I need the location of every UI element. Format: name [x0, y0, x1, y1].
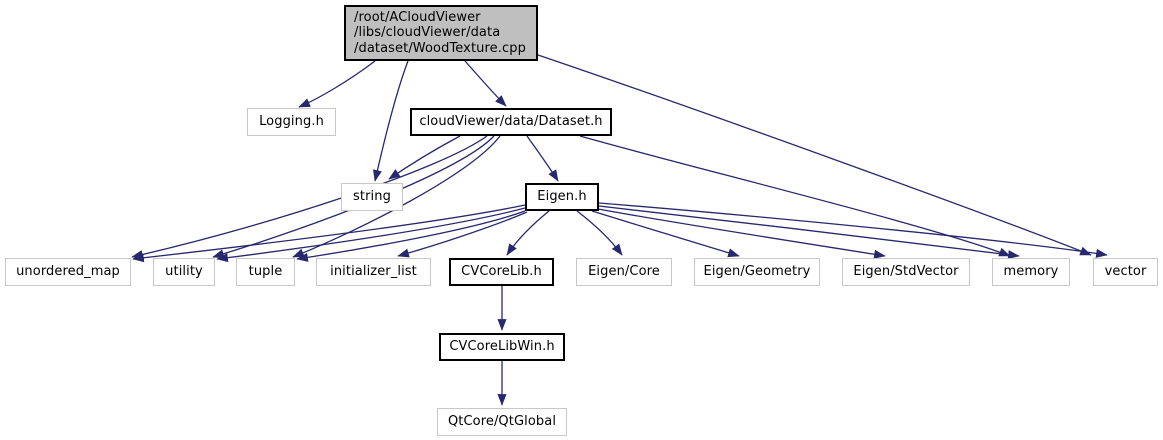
node-label-cvcorelib: CVCoreLib.h	[461, 264, 542, 280]
node-cvcorelibwin[interactable]: CVCoreLibWin.h	[439, 333, 565, 361]
edge-eigen-to-eigen_stdvector	[597, 208, 886, 259]
node-label-dataset: cloudViewer/data/Dataset.h	[419, 114, 603, 130]
node-label-vector: vector	[1104, 264, 1147, 280]
edge-dataset-to-unordered_map	[131, 135, 488, 259]
edge-root-to-dataset	[464, 60, 507, 107]
node-eigen[interactable]: Eigen.h	[525, 183, 599, 211]
edge-eigen-to-memory	[598, 205, 1020, 260]
node-string[interactable]: string	[341, 183, 403, 211]
edge-eigen-to-utility	[216, 207, 526, 263]
node-label-eigen_geometry: Eigen/Geometry	[703, 264, 811, 280]
node-label-tuple: tuple	[248, 264, 283, 280]
edge-dataset-to-eigen	[526, 135, 559, 182]
node-label-logging: Logging.h	[259, 114, 324, 130]
node-label-eigen_stdvector: Eigen/StdVector	[853, 264, 959, 280]
node-eigen_geometry[interactable]: Eigen/Geometry	[694, 258, 820, 286]
node-eigen_stdvector[interactable]: Eigen/StdVector	[842, 258, 970, 286]
node-qtglobal[interactable]: QtCore/QtGlobal	[437, 408, 567, 436]
edge-eigen-to-cvcorelib	[506, 210, 550, 256]
node-label-eigen: Eigen.h	[537, 189, 587, 205]
node-root: /root/ACloudViewer /libs/cloudViewer/dat…	[344, 5, 538, 61]
edge-dataset-to-string	[388, 135, 461, 180]
node-label-string: string	[353, 189, 391, 205]
node-memory[interactable]: memory	[992, 258, 1070, 286]
node-tuple[interactable]: tuple	[236, 258, 295, 286]
node-utility[interactable]: utility	[153, 258, 215, 286]
node-dataset[interactable]: cloudViewer/data/Dataset.h	[410, 108, 612, 136]
node-initializer_list[interactable]: initializer_list	[316, 258, 431, 286]
edge-root-to-logging	[298, 60, 376, 108]
node-vector[interactable]: vector	[1093, 258, 1158, 286]
node-label-root: /root/ACloudViewer /libs/cloudViewer/dat…	[354, 10, 526, 56]
node-logging[interactable]: Logging.h	[247, 108, 336, 136]
edge-eigen-to-tuple	[296, 210, 526, 262]
edge-eigen-to-vector	[598, 202, 1108, 258]
node-label-memory: memory	[1003, 264, 1059, 280]
edge-root-to-vector	[537, 54, 1092, 256]
edge-eigen-to-unordered_map	[132, 204, 526, 263]
node-label-cvcorelibwin: CVCoreLibWin.h	[449, 339, 555, 355]
edge-dataset-to-memory	[579, 135, 1011, 257]
node-label-eigen_core: Eigen/Core	[588, 264, 660, 280]
edge-eigen-to-eigen_core	[576, 210, 623, 256]
node-unordered_map[interactable]: unordered_map	[5, 258, 131, 286]
node-label-qtglobal: QtCore/QtGlobal	[447, 414, 557, 430]
edge-root-to-string	[372, 60, 409, 182]
node-label-unordered_map: unordered_map	[16, 264, 120, 280]
node-eigen_core[interactable]: Eigen/Core	[576, 258, 672, 286]
edge-eigen-to-initializer_list	[397, 211, 528, 258]
node-cvcorelib[interactable]: CVCoreLib.h	[449, 258, 554, 286]
edge-eigen-to-eigen_geometry	[591, 210, 740, 258]
node-label-initializer_list: initializer_list	[330, 264, 417, 280]
node-label-utility: utility	[165, 264, 203, 280]
